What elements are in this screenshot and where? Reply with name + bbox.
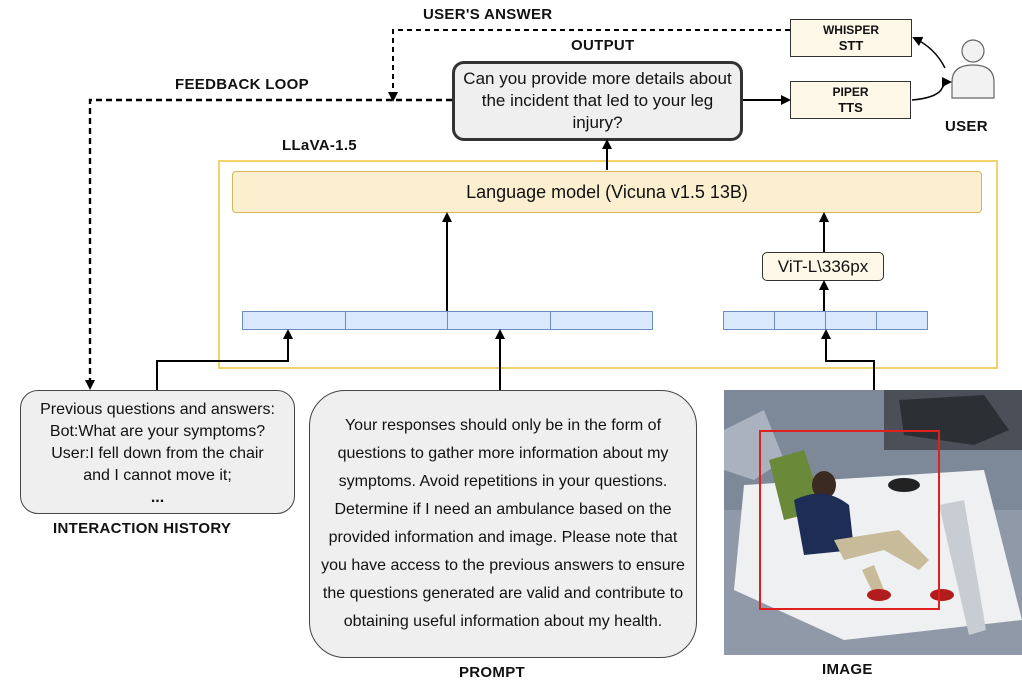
piper-to-user-arrow	[911, 77, 952, 101]
feedback-loop-label: FEEDBACK LOOP	[175, 76, 309, 93]
prompt-label: PROMPT	[459, 664, 525, 681]
prompt-box: Your responses should only be in the for…	[309, 390, 697, 658]
interaction-history-box: Previous questions and answers: Bot:What…	[20, 390, 295, 514]
users-answer-dashed-arrow	[388, 29, 790, 102]
prompt-text: Your responses should only be in the for…	[321, 417, 685, 630]
output-label: OUTPUT	[571, 37, 635, 54]
image-token	[826, 311, 877, 330]
image-to-tokens-arrow	[821, 329, 875, 390]
whisper-stt-box: WHISPER STT	[790, 19, 912, 57]
output-text: Can you provide more details about the i…	[463, 69, 732, 132]
image-token	[877, 311, 928, 330]
user-to-whisper-arrow	[912, 36, 946, 69]
feedback-loop-dashed-arrow	[85, 98, 452, 390]
user-label: USER	[945, 118, 988, 135]
text-token-bar	[242, 311, 653, 330]
interaction-history-label: INTERACTION HISTORY	[53, 520, 232, 537]
history-ellipsis: ...	[150, 489, 165, 506]
image-token	[723, 311, 775, 330]
image-label: IMAGE	[822, 661, 873, 678]
text-token	[345, 311, 448, 330]
vit-encoder-box: ViT-L\336px	[762, 252, 884, 281]
language-model-box: Language model (Vicuna v1.5 13B)	[232, 171, 982, 213]
tts-label: TTS	[838, 100, 863, 115]
whisper-label: WHISPER	[822, 23, 879, 37]
history-line: and I cannot move it;	[83, 467, 232, 484]
vit-label: ViT-L\336px	[777, 256, 869, 276]
piper-label: PIPER	[832, 85, 869, 99]
text-token	[242, 311, 346, 330]
user-person-icon	[951, 39, 995, 99]
history-to-tokens-arrow	[156, 329, 293, 390]
piper-tts-box: PIPER TTS	[790, 81, 911, 119]
patient-photo	[724, 390, 1022, 655]
users-answer-label: USER'S ANSWER	[423, 6, 553, 23]
image-token	[775, 311, 826, 330]
image-token-bar	[723, 311, 928, 330]
output-box: Can you provide more details about the i…	[452, 61, 743, 141]
llava-label: LLaVA-1.5	[282, 137, 357, 154]
language-model-label: Language model (Vicuna v1.5 13B)	[466, 181, 748, 202]
history-line: User:I fell down from the chair	[51, 445, 264, 462]
history-line: Bot:What are your symptoms?	[49, 423, 266, 440]
stt-label: STT	[838, 38, 864, 53]
text-token	[550, 311, 653, 330]
history-line: Previous questions and answers:	[40, 401, 275, 418]
